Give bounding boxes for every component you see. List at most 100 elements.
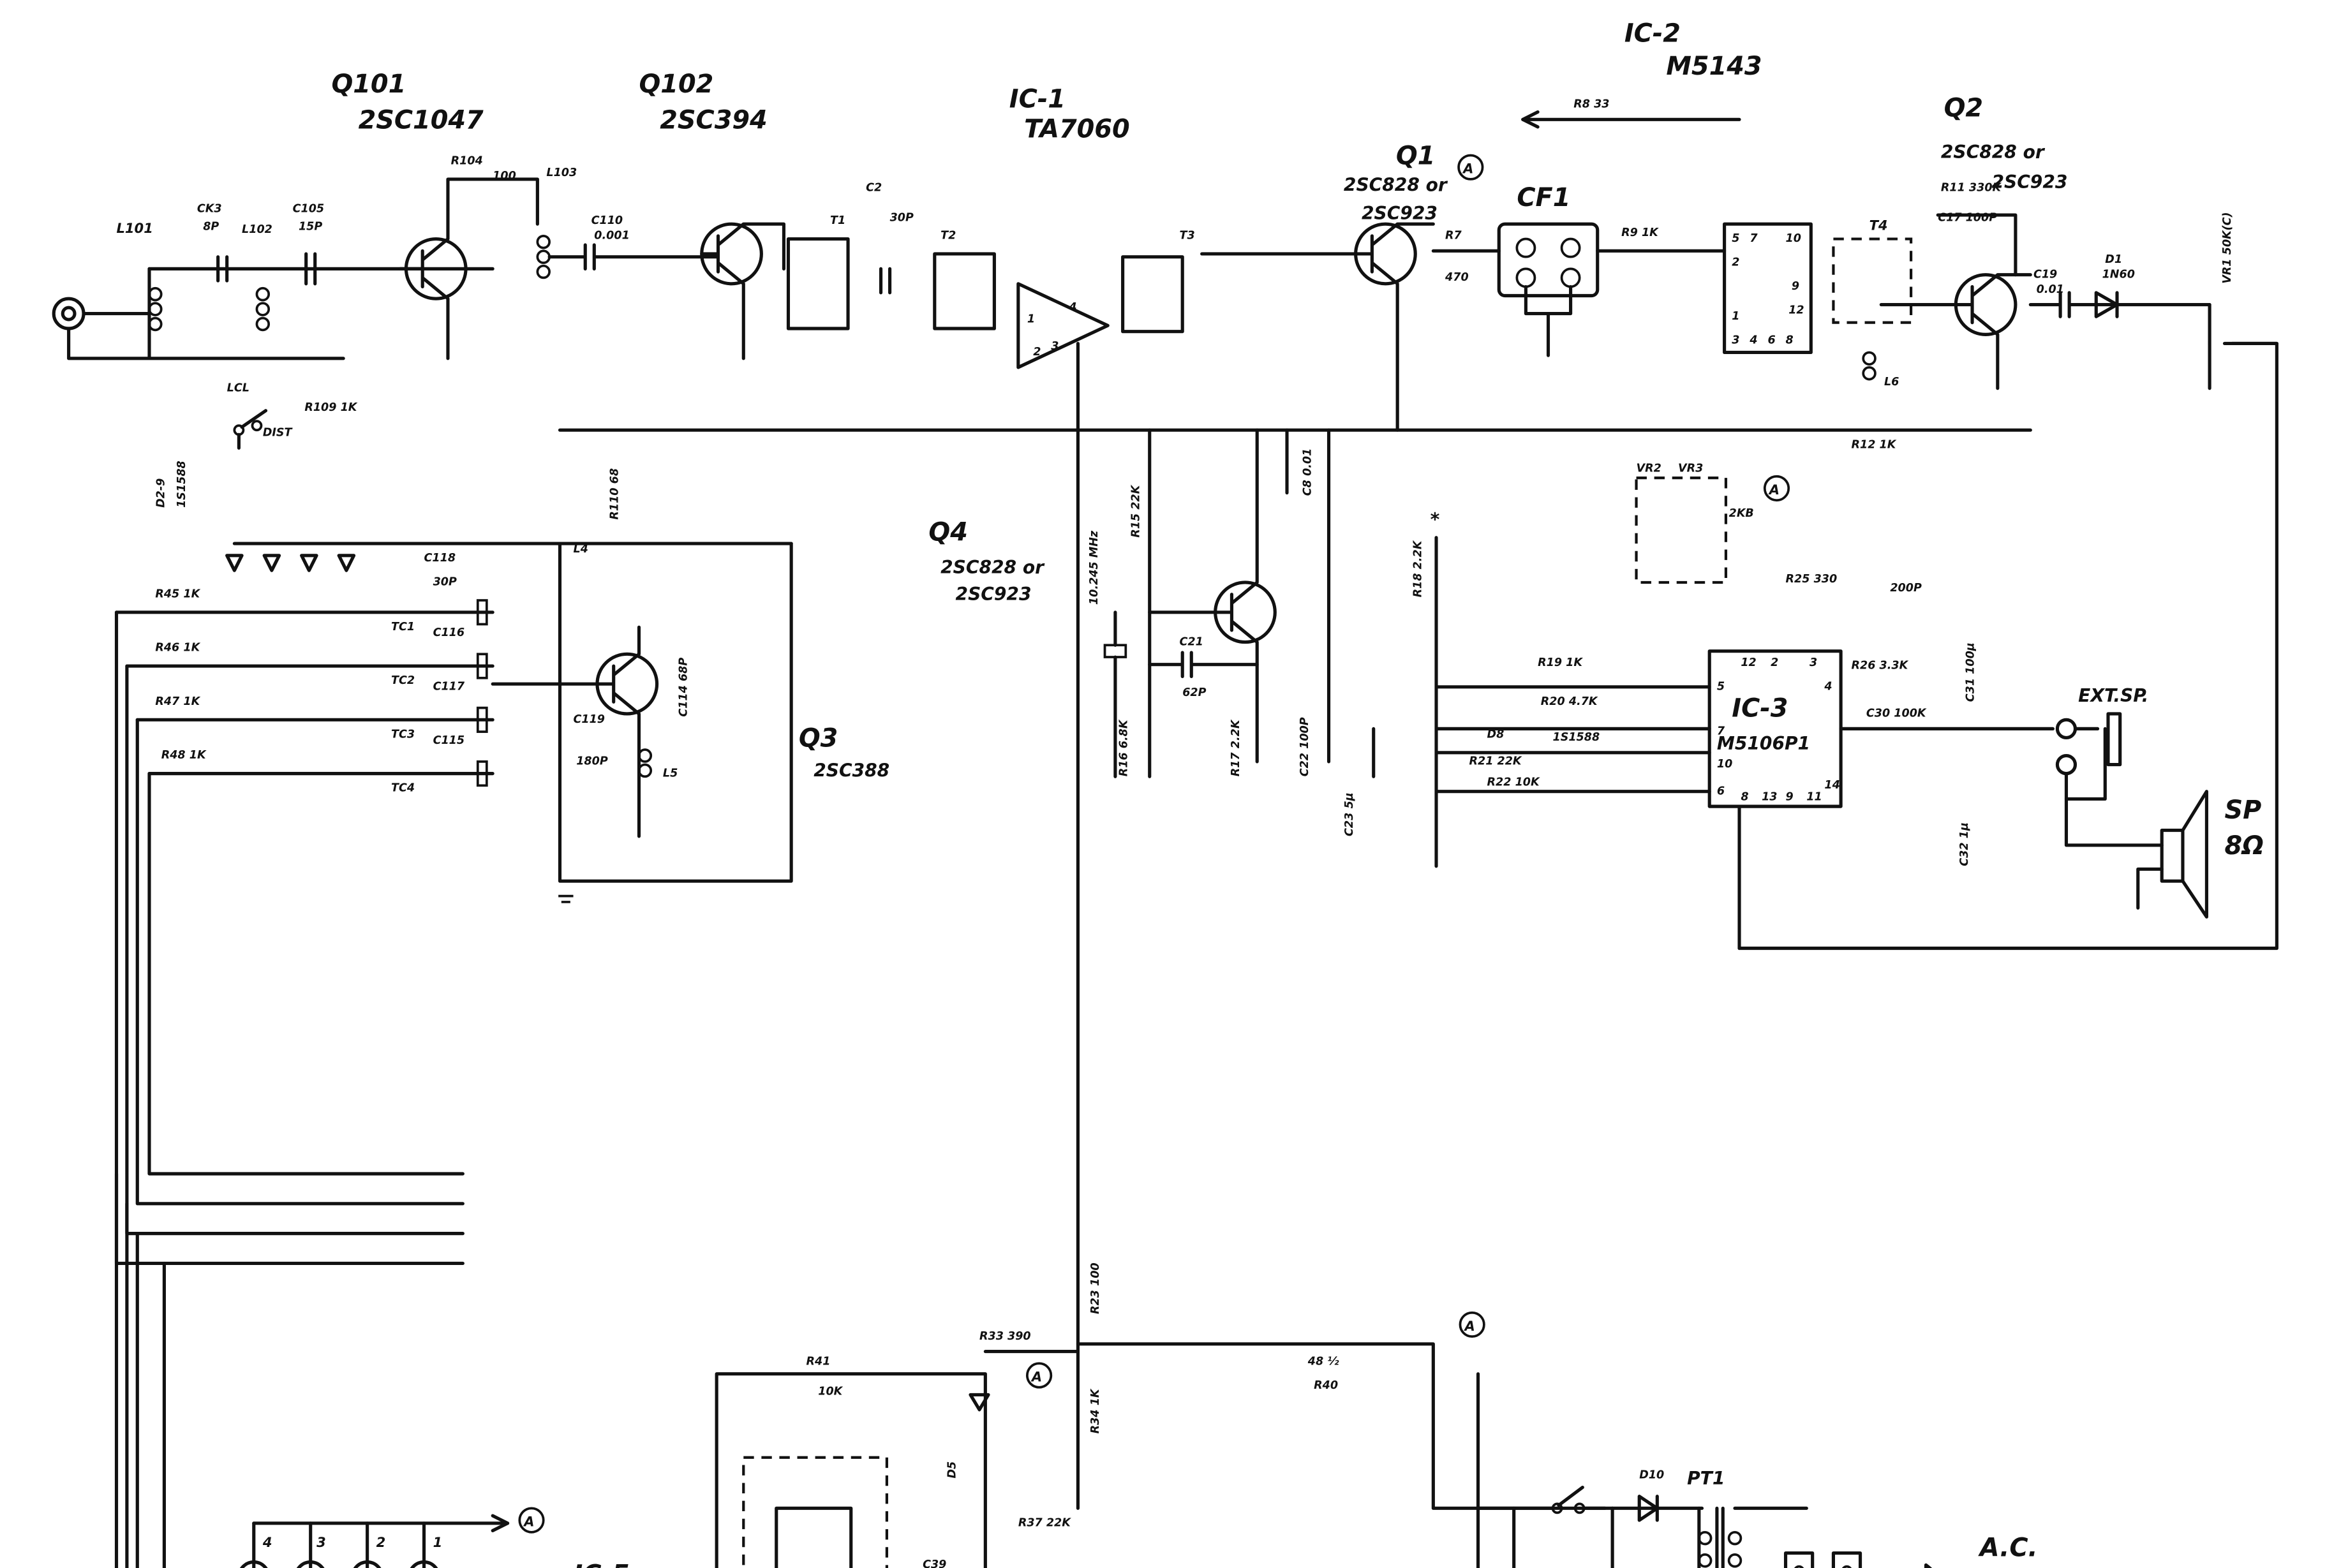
svg-text:TC1: TC1	[391, 621, 415, 633]
svg-text:C8 0.01: C8 0.01	[1301, 448, 1314, 496]
t2-transformer: T2	[933, 230, 996, 330]
svg-text:5: 5	[1732, 232, 1739, 245]
c2-capacitor: C2 30P	[866, 182, 914, 295]
node-a-marker: A A A A A	[518, 154, 1790, 1534]
ic3-chip: IC-3 M5106P1 5 12 2 3 4 7 10 6 8 13 9 11…	[1707, 649, 1843, 808]
svg-text:VR1 50K(C): VR1 50K(C)	[2221, 212, 2234, 283]
pt1-transformer: PT1	[1687, 1468, 1808, 1568]
svg-text:D10: D10	[1639, 1469, 1664, 1482]
svg-text:62P: 62P	[1182, 686, 1206, 699]
svg-text:C115: C115	[433, 734, 465, 747]
svg-text:4: 4	[1749, 334, 1757, 346]
mute-network-labels: R37 22K R316.8K C383µ R38 100K R29 100K	[1018, 1516, 1071, 1529]
svg-text:A.C.: A.C.	[1978, 1533, 2038, 1562]
svg-text:6: 6	[1767, 334, 1775, 346]
svg-text:CK3: CK3	[197, 202, 222, 215]
c21-capacitor: C21 62P	[1148, 635, 1259, 699]
svg-text:R17 2.2K: R17 2.2K	[1230, 719, 1242, 776]
svg-text:1S1588: 1S1588	[1553, 731, 1600, 744]
svg-text:R9 1K: R9 1K	[1621, 226, 1659, 239]
ext-speaker-jack: EXT.SP.	[2055, 685, 2148, 801]
svg-text:2SC828 or: 2SC828 or	[940, 557, 1045, 578]
svg-text:TC4: TC4	[391, 782, 415, 795]
t4-transformer: T4	[1832, 218, 1913, 324]
svg-text:2: 2	[1033, 346, 1041, 359]
svg-text:2: 2	[1771, 656, 1778, 669]
svg-text:R41: R41	[806, 1356, 831, 1368]
svg-text:30P: 30P	[890, 211, 914, 224]
svg-text:*: *	[1431, 509, 1440, 530]
q2-label: Q2 2SC828 or 2SC923	[1941, 94, 2068, 193]
svg-text:10: 10	[1717, 758, 1732, 771]
svg-text:R21 22K: R21 22K	[1469, 755, 1522, 768]
svg-text:A: A	[523, 1513, 534, 1529]
r9-resistor: R9 1K	[1596, 226, 1727, 253]
cf1-ceramic-filter: CF1	[1497, 183, 1600, 357]
r110-resistor: R110 68	[609, 468, 621, 520]
vertical-bus	[1076, 341, 1331, 1510]
svg-text:IC-5: IC-5	[574, 1560, 630, 1568]
svg-text:0.001: 0.001	[594, 230, 630, 242]
svg-text:A: A	[1030, 1368, 1042, 1384]
svg-text:180P: 180P	[576, 755, 608, 768]
r33-resistor: R33 390	[979, 1330, 1080, 1354]
svg-text:12: 12	[1741, 656, 1756, 669]
svg-text:T4: T4	[1869, 218, 1888, 233]
c105-capacitor: C105 15P	[293, 202, 324, 286]
svg-text:C19: C19	[2033, 268, 2057, 281]
svg-text:C39: C39	[923, 1558, 946, 1568]
svg-text:TC2: TC2	[391, 674, 415, 687]
svg-text:2SC388: 2SC388	[814, 760, 889, 781]
ac-plug: A.C. 117v	[1924, 1533, 2038, 1568]
svg-text:T2: T2	[940, 230, 956, 242]
svg-text:Q1: Q1	[1396, 141, 1435, 170]
svg-text:R48 1K: R48 1K	[161, 749, 207, 762]
svg-text:12: 12	[1788, 304, 1804, 317]
svg-text:8Ω: 8Ω	[2224, 831, 2263, 861]
svg-text:R110 68: R110 68	[609, 468, 621, 520]
mute-supply-wire	[1076, 1342, 1607, 1510]
ground-return-wire	[1737, 341, 2278, 950]
svg-text:2SC1047: 2SC1047	[359, 105, 484, 135]
svg-text:C114 68P: C114 68P	[677, 658, 690, 717]
svg-text:4: 4	[262, 1534, 272, 1550]
q1-transistor	[1200, 222, 1435, 432]
q102-transistor	[700, 222, 786, 360]
svg-text:9: 9	[1792, 280, 1799, 293]
svg-text:C117: C117	[433, 681, 465, 693]
svg-text:A: A	[1463, 1318, 1475, 1334]
output-caps: C30 100K C31 100µ C32 1µ	[1839, 642, 2055, 866]
svg-text:R109 1K: R109 1K	[304, 401, 357, 414]
svg-text:2: 2	[376, 1534, 386, 1550]
channel-select-switches	[114, 1172, 166, 1568]
svg-text:L6: L6	[1884, 376, 1899, 388]
q3-transistor: Q3 2SC388	[491, 625, 889, 838]
r18-resistor: R18 2.2K *	[1412, 509, 1440, 597]
r7-resistor: R7 470	[1431, 230, 1501, 284]
svg-text:C119: C119	[574, 713, 606, 726]
l103-coil: L103	[536, 166, 577, 279]
l5-coil: L5	[637, 748, 678, 780]
diode-array-d2-9: D2-9 1S1588	[154, 461, 793, 572]
t3-transformer: T3	[1121, 230, 1195, 334]
r11-resistor: R11 330K	[1936, 182, 2018, 277]
svg-text:Q2: Q2	[1944, 94, 1983, 123]
svg-text:2KB: 2KB	[1729, 507, 1754, 520]
svg-text:R23 100: R23 100	[1089, 1262, 1102, 1314]
ic3-input-network: R19 1K R20 4.7K D8 1S1588 R21 22K R22 10…	[1372, 536, 1711, 868]
svg-text:L103: L103	[546, 166, 577, 179]
svg-text:D1: D1	[2105, 253, 2122, 266]
svg-text:13: 13	[1762, 791, 1777, 804]
svg-text:2SC923: 2SC923	[1991, 172, 2067, 193]
svg-text:C32 1µ: C32 1µ	[1958, 822, 1971, 866]
lcl-dist-switch: LCL DIST R109 1K	[227, 381, 358, 450]
svg-text:3: 3	[1810, 656, 1817, 669]
svg-text:R37 22K: R37 22K	[1018, 1516, 1071, 1529]
svg-text:VR3: VR3	[1678, 462, 1703, 475]
svg-text:14: 14	[1824, 779, 1839, 792]
ic2-chip: 5 7 10 2 9 12 1 3 4 6 8	[1723, 222, 1813, 355]
ic2-label: IC-2 M5143	[1624, 19, 1762, 82]
svg-text:10.245 MHz: 10.245 MHz	[1088, 530, 1101, 605]
